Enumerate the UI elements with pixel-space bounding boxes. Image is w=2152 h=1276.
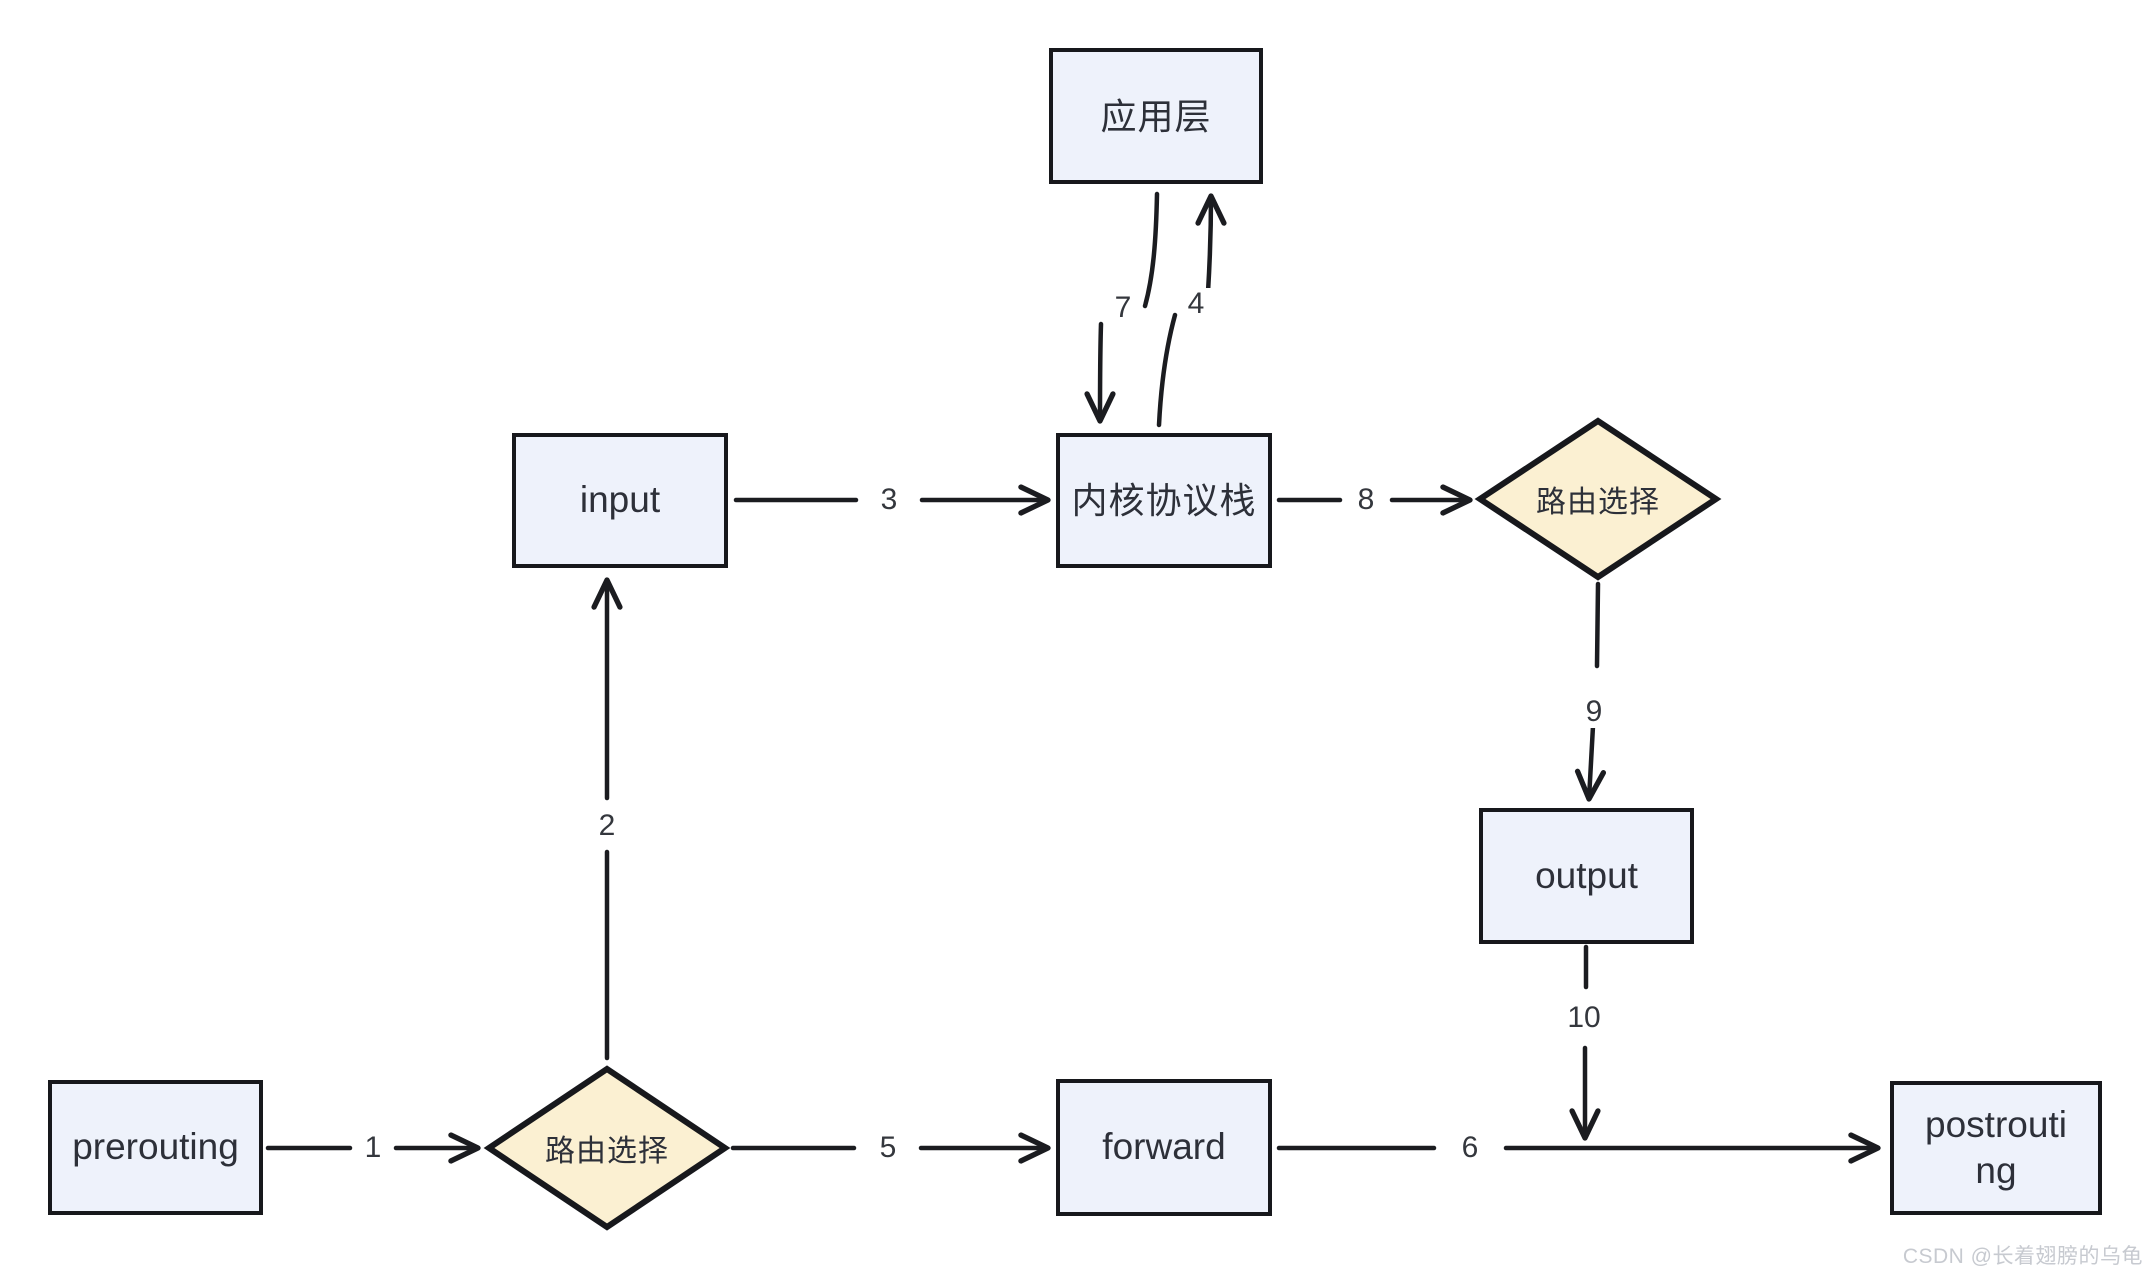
route-select-bottom-shape bbox=[483, 1065, 731, 1231]
edge-9-segment-b bbox=[1574, 723, 1607, 802]
route-select-top-shape bbox=[1474, 417, 1722, 581]
edge-4-segment-a bbox=[1156, 312, 1178, 428]
edge-9-label: 9 bbox=[1579, 696, 1609, 728]
edge-3-label: 3 bbox=[874, 484, 904, 516]
edge-2-label: 2 bbox=[592, 810, 622, 842]
node-application-layer: 应用层 bbox=[1049, 48, 1263, 184]
node-forward-label: forward bbox=[1102, 1126, 1226, 1168]
csdn-watermark: CSDN @长着翅膀的乌龟 bbox=[1902, 1245, 2143, 1268]
edge-5-label: 5 bbox=[873, 1132, 903, 1164]
node-output-label: output bbox=[1535, 854, 1638, 896]
node-kernel-protocol-stack: 内核协议栈 bbox=[1056, 433, 1272, 568]
edge-7-segment-a bbox=[1142, 191, 1160, 309]
edge-4-label: 4 bbox=[1181, 288, 1211, 320]
edge-9-segment-a bbox=[1594, 581, 1601, 669]
node-postrouting: postrouting bbox=[1890, 1081, 2102, 1215]
node-input: input bbox=[512, 433, 728, 568]
node-kernel-protocol-stack-label: 内核协议栈 bbox=[1071, 480, 1257, 521]
edge-8-label: 8 bbox=[1351, 484, 1381, 516]
node-application-layer-label: 应用层 bbox=[1100, 95, 1212, 137]
edge-7-label: 7 bbox=[1108, 292, 1138, 324]
edge-1-label: 1 bbox=[358, 1132, 388, 1164]
node-prerouting-label: prerouting bbox=[72, 1126, 239, 1168]
node-postrouting-label: postrouting bbox=[1925, 1103, 2067, 1191]
edge-10-label: 10 bbox=[1561, 1002, 1607, 1034]
node-forward: forward bbox=[1056, 1079, 1272, 1216]
node-prerouting: prerouting bbox=[48, 1080, 263, 1215]
node-output: output bbox=[1479, 808, 1694, 944]
node-input-label: input bbox=[579, 479, 661, 521]
edge-4-segment-b bbox=[1195, 193, 1227, 295]
edge-7-segment-b bbox=[1084, 321, 1116, 424]
edge-6-label: 6 bbox=[1455, 1132, 1485, 1164]
